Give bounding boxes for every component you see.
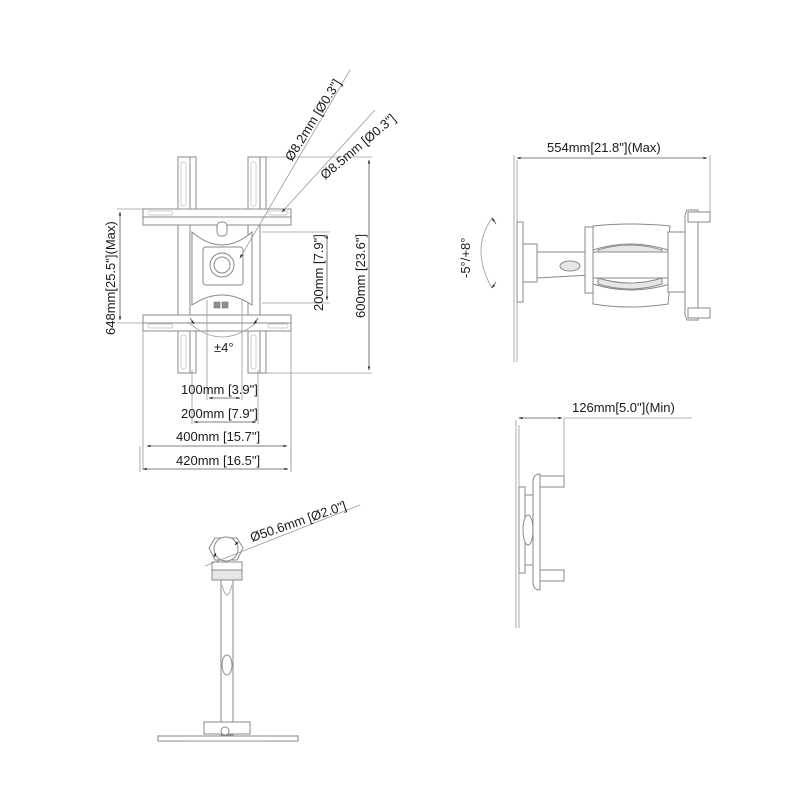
extension-max-label: 554mm[21.8"](Max) [547,140,661,155]
bottom-crossbar [142,314,292,324]
hole-dia-2-label: Ø8.5mm [Ø0.3"] [317,111,398,183]
right-rail-upper [247,156,261,213]
hole-dia-1-label: Ø8.2mm [Ø0.3"] [282,76,344,163]
pole-dia-label: Ø50.6mm [Ø2.0"] [248,498,348,545]
width-100-label: 100mm [3.9"] [181,382,258,397]
left-rail-upper [177,156,191,213]
width-420-label: 420mm [16.5"] [176,453,260,468]
tilt-range-label: -5°/+8° [458,238,473,278]
extension-min-label: 126mm[5.0"](Min) [572,400,675,415]
side-view-extended: 554mm[21.8"](Max) -5°/+8° [458,140,711,362]
height-200-label: 200mm [7.9"] [311,234,326,311]
tilt-arc [480,217,493,289]
tilt-swivel-label: ±4° [214,340,234,355]
side-view-retracted: 126mm[5.0"](Min) [515,400,692,628]
wall-plate [157,735,299,742]
height-max-label: 648mm[25.5"](Max) [103,221,118,335]
front-view: Ø8.2mm [Ø0.3"] Ø8.5mm [Ø0.3"] 648mm[25.5… [103,69,399,472]
width-400-label: 400mm [15.7"] [176,429,260,444]
height-600-label: 600mm [23.6"] [353,234,368,318]
top-crossbar [142,208,292,218]
swivel-arc [187,321,258,338]
width-200-label: 200mm [7.9"] [181,406,258,421]
top-view: Ø50.6mm [Ø2.0"] [157,498,361,742]
